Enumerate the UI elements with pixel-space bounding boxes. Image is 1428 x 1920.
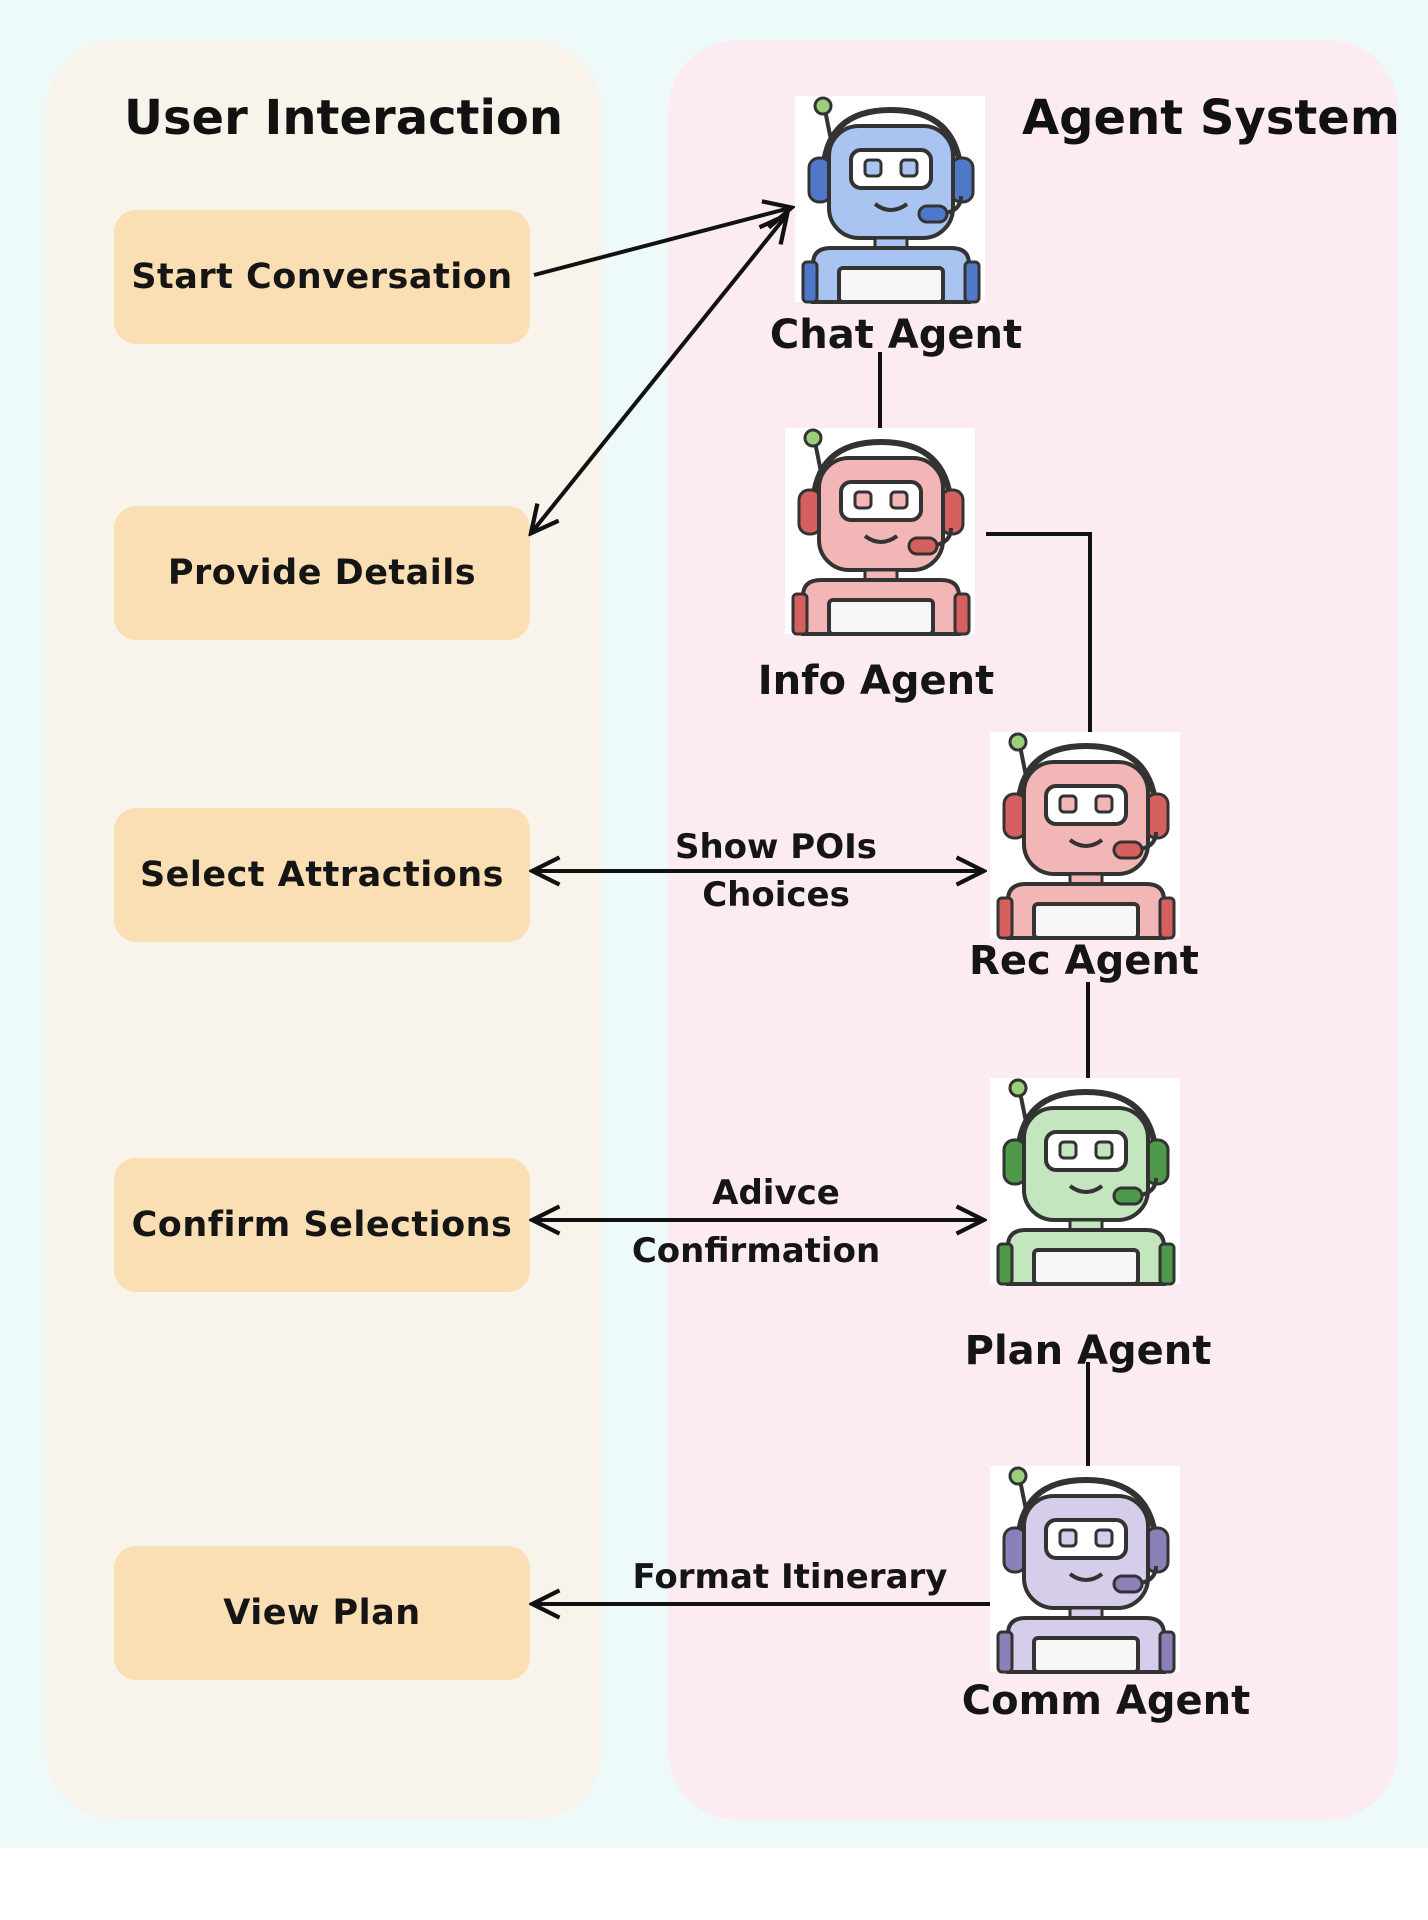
step-select-attractions: Select Attractions — [114, 808, 530, 942]
edge-details-to-chat — [532, 216, 786, 532]
robot-headset-icon — [785, 428, 975, 636]
edge-info-to-rec — [986, 532, 1092, 732]
agent-label: Plan Agent — [965, 1328, 1212, 1374]
agent-info-agent — [785, 428, 975, 636]
step-view-plan: View Plan — [114, 1546, 530, 1680]
step-label: Select Attractions — [139, 855, 505, 895]
agent-chat-agent — [795, 96, 985, 304]
step-confirm-selections: Confirm Selections — [114, 1158, 530, 1292]
user-interaction-title: User Interaction — [124, 90, 564, 146]
edge-label-confirmation: Confirmation — [632, 1231, 880, 1271]
robot-headset-icon — [990, 732, 1180, 940]
step-provide-details: Provide Details — [114, 506, 530, 640]
edge-start-to-chat — [533, 208, 790, 277]
edge-label-choices: Choices — [702, 875, 850, 915]
edge-label-show-pois: Show POIs — [675, 827, 877, 867]
edge-label-format-itinerary: Format Itinerary — [633, 1557, 948, 1597]
agent-label: Info Agent — [758, 658, 994, 704]
agent-comm-agent — [990, 1466, 1180, 1674]
agent-label: Rec Agent — [969, 938, 1199, 984]
robot-headset-icon — [990, 1078, 1180, 1286]
agent-label: Chat Agent — [770, 312, 1022, 358]
step-label: Provide Details — [167, 553, 477, 593]
step-start-conversation: Start Conversation — [114, 210, 530, 344]
step-label: View Plan — [223, 1593, 421, 1633]
agent-system-title: Agent System — [1022, 90, 1400, 146]
agent-label: Comm Agent — [962, 1678, 1250, 1724]
robot-headset-icon — [990, 1466, 1180, 1674]
robot-headset-icon — [795, 96, 985, 304]
step-label: Start Conversation — [131, 257, 513, 297]
agent-plan-agent — [990, 1078, 1180, 1286]
agent-rec-agent — [990, 732, 1180, 940]
edge-label-advice: Adivce — [712, 1173, 840, 1213]
step-label: Confirm Selections — [131, 1205, 513, 1245]
